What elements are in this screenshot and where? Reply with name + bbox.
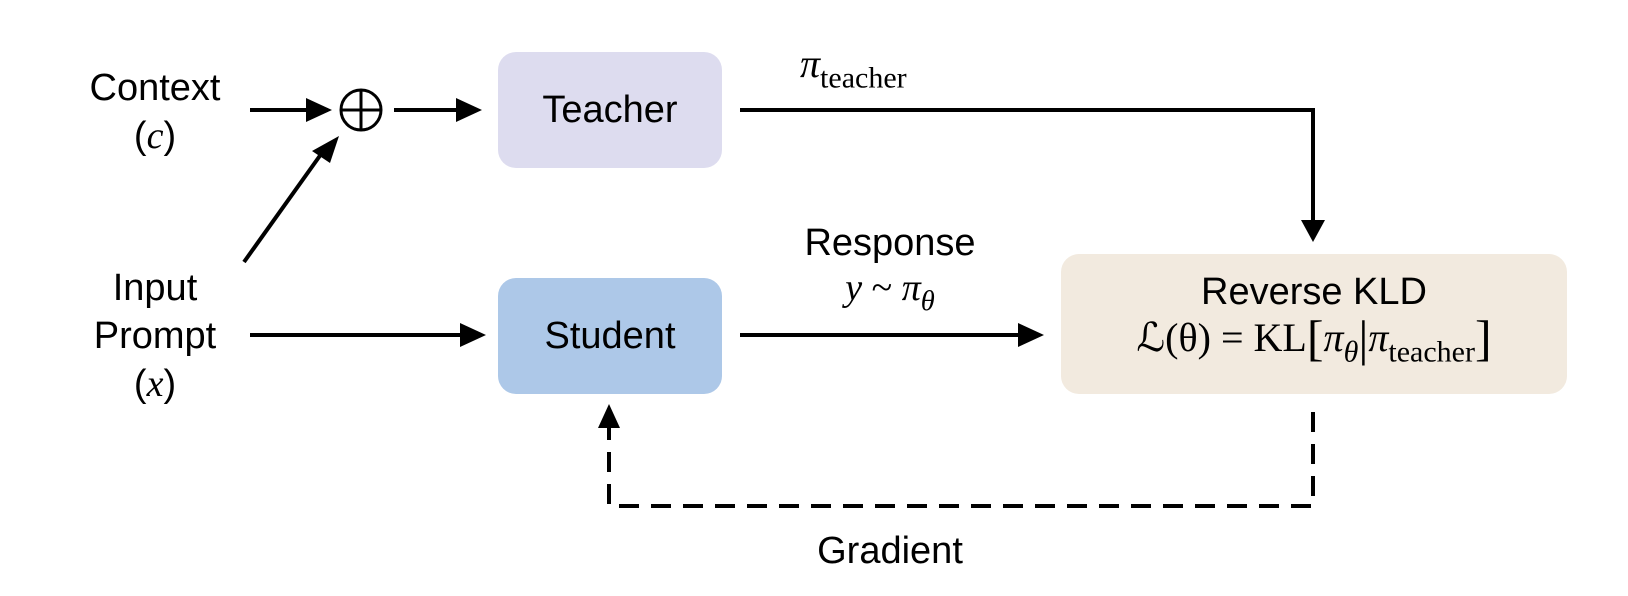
gradient-label: Gradient [817, 530, 963, 572]
formula-equals: = [1210, 315, 1254, 361]
prompt-text-line1: Input [112, 267, 198, 309]
response-label: Response y ~ πθ [760, 220, 1020, 324]
teacher-label: Teacher [542, 88, 678, 131]
loss-formula: ℒ(θ) = KL[πθ|πteacher] [1136, 313, 1491, 377]
context-label: Context (c) [60, 64, 250, 160]
arrowhead-student [460, 323, 486, 347]
arrowhead-gradient [598, 404, 620, 428]
formula-bar: | [1358, 310, 1369, 367]
context-symbol: (c) [133, 115, 177, 157]
response-text: Response [804, 222, 976, 264]
arrowhead-loss-left [1018, 323, 1044, 347]
teacher-output-label: πteacher [800, 40, 907, 103]
student-label: Student [544, 314, 676, 357]
formula-open-bracket: [ [1306, 310, 1324, 367]
arrow-prompt-to-combine [242, 148, 326, 264]
formula-pi-teacher: π [1368, 315, 1389, 361]
teacher-node: Teacher [498, 52, 722, 168]
context-variable: c [146, 115, 164, 157]
formula-close-bracket: ] [1474, 310, 1492, 367]
teacher-output-sub: teacher [820, 61, 907, 95]
teacher-output-pi: π [800, 41, 821, 86]
response-y: y [845, 267, 863, 309]
formula-theta: θ [1343, 335, 1359, 369]
prompt-variable: x [146, 363, 164, 405]
arrowhead-context [306, 98, 332, 122]
arrow-teacher-to-loss [740, 108, 1315, 222]
loss-title: Reverse KLD [1201, 271, 1427, 314]
combine-operator-icon [339, 88, 383, 132]
response-formula: y ~ πθ [760, 266, 1020, 324]
student-node: Student [498, 278, 722, 394]
arrowhead-prompt-combine [312, 136, 339, 163]
formula-lhs: ℒ(θ) [1136, 315, 1211, 361]
arrowhead-loss-top [1301, 220, 1325, 242]
formula-kl: KL [1253, 315, 1307, 361]
loss-node: Reverse KLD ℒ(θ) = KL[πθ|πteacher] [1061, 254, 1567, 394]
gradient-feedback-path [607, 412, 1315, 508]
context-text: Context [89, 67, 221, 109]
prompt-label: Input Prompt (x) [60, 264, 250, 408]
prompt-text-line2: Prompt [93, 315, 217, 357]
response-pi: π [901, 267, 921, 309]
arrowhead-teacher [456, 98, 482, 122]
formula-teacher-sub: teacher [1388, 335, 1475, 369]
response-sim: ~ [862, 267, 902, 309]
formula-pi-student: π [1323, 315, 1344, 361]
response-theta: θ [920, 285, 935, 317]
prompt-symbol: (x) [133, 363, 177, 405]
